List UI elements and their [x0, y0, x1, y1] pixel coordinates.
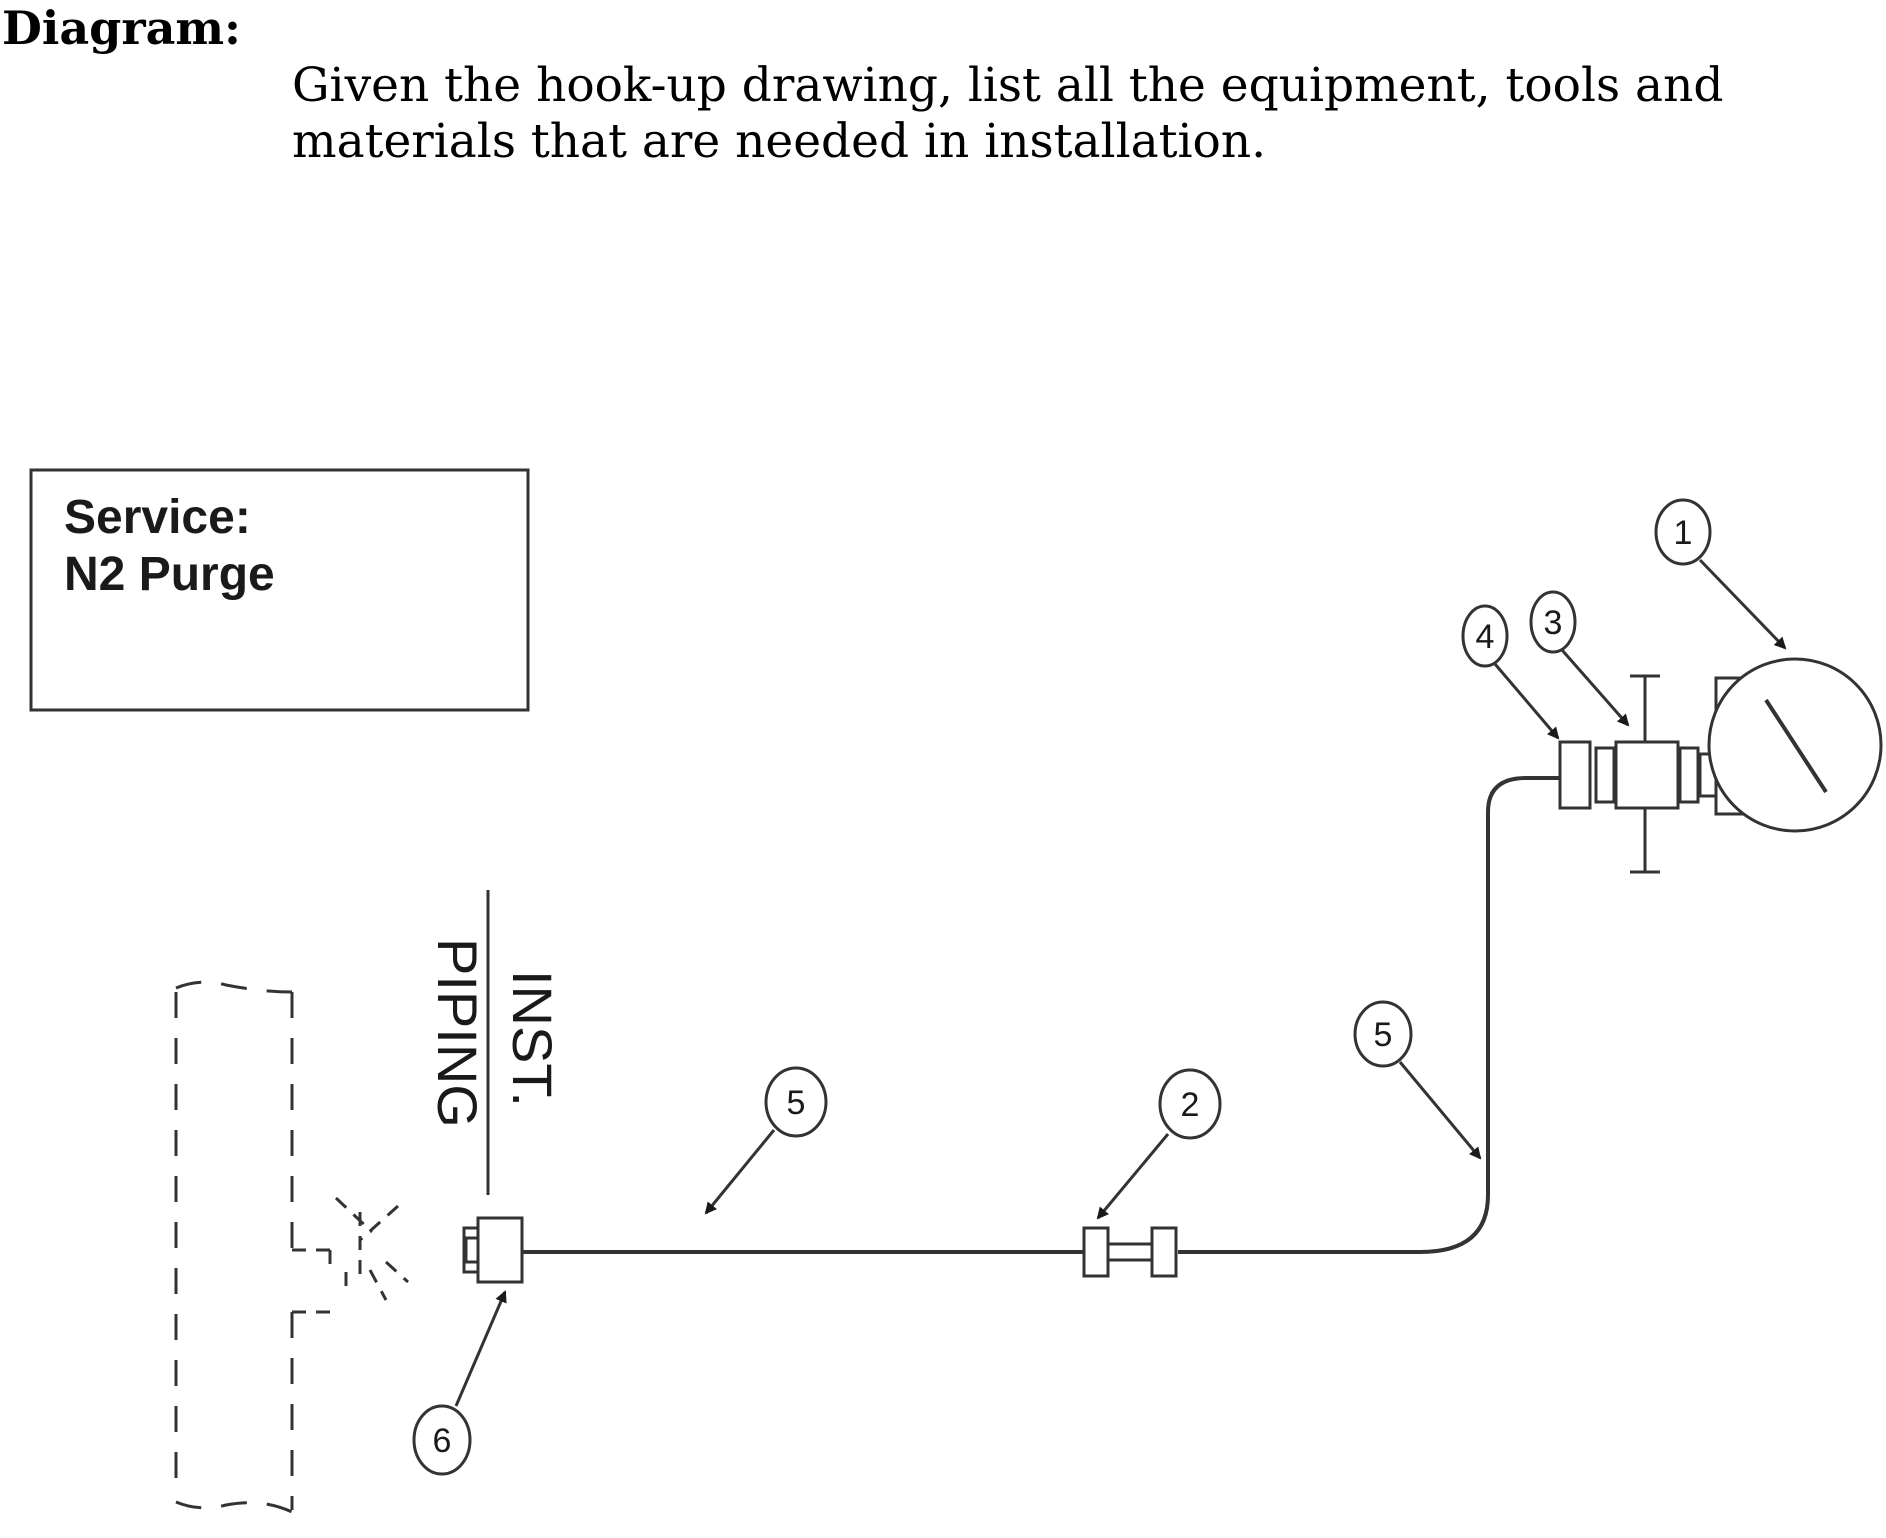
callout-1: 1	[1654, 498, 1787, 650]
callout-2-number: 2	[1181, 1086, 1200, 1124]
callout-4: 4	[1461, 604, 1560, 740]
tubing-bend-riser	[1419, 776, 1562, 1254]
process-branch	[292, 1196, 410, 1314]
callout-5-riser: 5	[1353, 1000, 1482, 1160]
callout-3: 3	[1529, 590, 1630, 727]
callout-6: 6	[412, 1290, 507, 1476]
service-box: Service: N2 Purge	[29, 468, 530, 712]
callout-4-number: 4	[1476, 618, 1495, 656]
root-valve	[462, 1216, 524, 1284]
callout-5-riser-number: 5	[1374, 1016, 1393, 1054]
process-pipe-outline	[174, 980, 294, 1514]
pressure-gauge	[1707, 657, 1883, 833]
callout-3-number: 3	[1544, 604, 1563, 642]
callout-5-horizontal: 5	[704, 1066, 828, 1215]
callout-6-number: 6	[433, 1422, 452, 1460]
diagram-heading: Diagram:	[2, 1, 242, 55]
callout-5-horizontal-number: 5	[787, 1084, 806, 1122]
service-label: Service:	[64, 491, 251, 544]
callout-2: 2	[1096, 1068, 1222, 1220]
inst-label: INST.	[501, 970, 564, 1107]
instruction-text: Given the hook-up drawing, list all the …	[292, 58, 1724, 169]
union-fitting	[1082, 1226, 1178, 1278]
callout-1-number: 1	[1674, 514, 1693, 552]
service-value: N2 Purge	[64, 548, 275, 601]
piping-label: PIPING	[426, 938, 489, 1128]
